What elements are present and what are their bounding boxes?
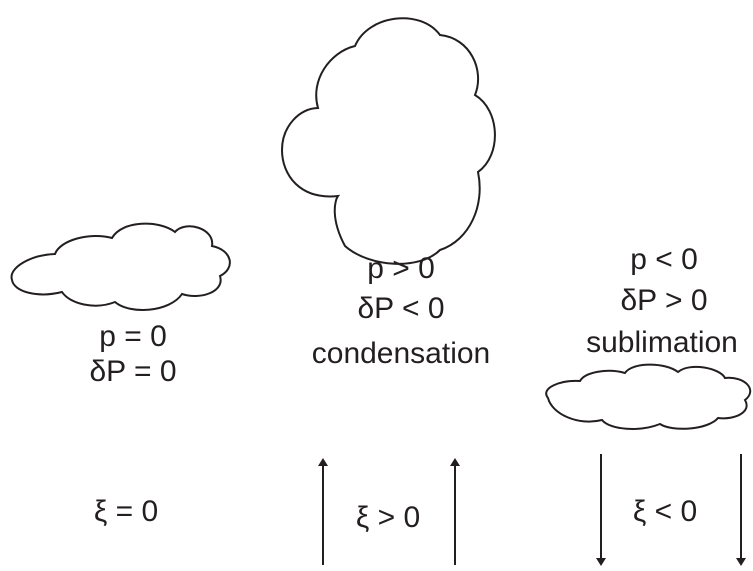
- growth-label-process: condensation: [311, 337, 491, 370]
- growth-xi-label: ξ > 0: [355, 501, 421, 534]
- neutral-xi-label: ξ = 0: [93, 495, 159, 528]
- growth-label-deltaP: δP < 0: [357, 292, 445, 325]
- cloud-neutral: [10, 222, 231, 311]
- growth-label-p: p > 0: [367, 252, 435, 285]
- cloud-growth: [280, 17, 496, 265]
- decay-label-p: p < 0: [630, 243, 698, 276]
- cloud-decay: [545, 363, 752, 430]
- neutral-label-deltaP: δP = 0: [89, 355, 177, 388]
- decay-label-deltaP: δP > 0: [620, 284, 708, 317]
- decay-xi-label: ξ < 0: [632, 495, 698, 528]
- decay-label-process: sublimation: [586, 326, 738, 359]
- neutral-label-p: p = 0: [99, 320, 167, 353]
